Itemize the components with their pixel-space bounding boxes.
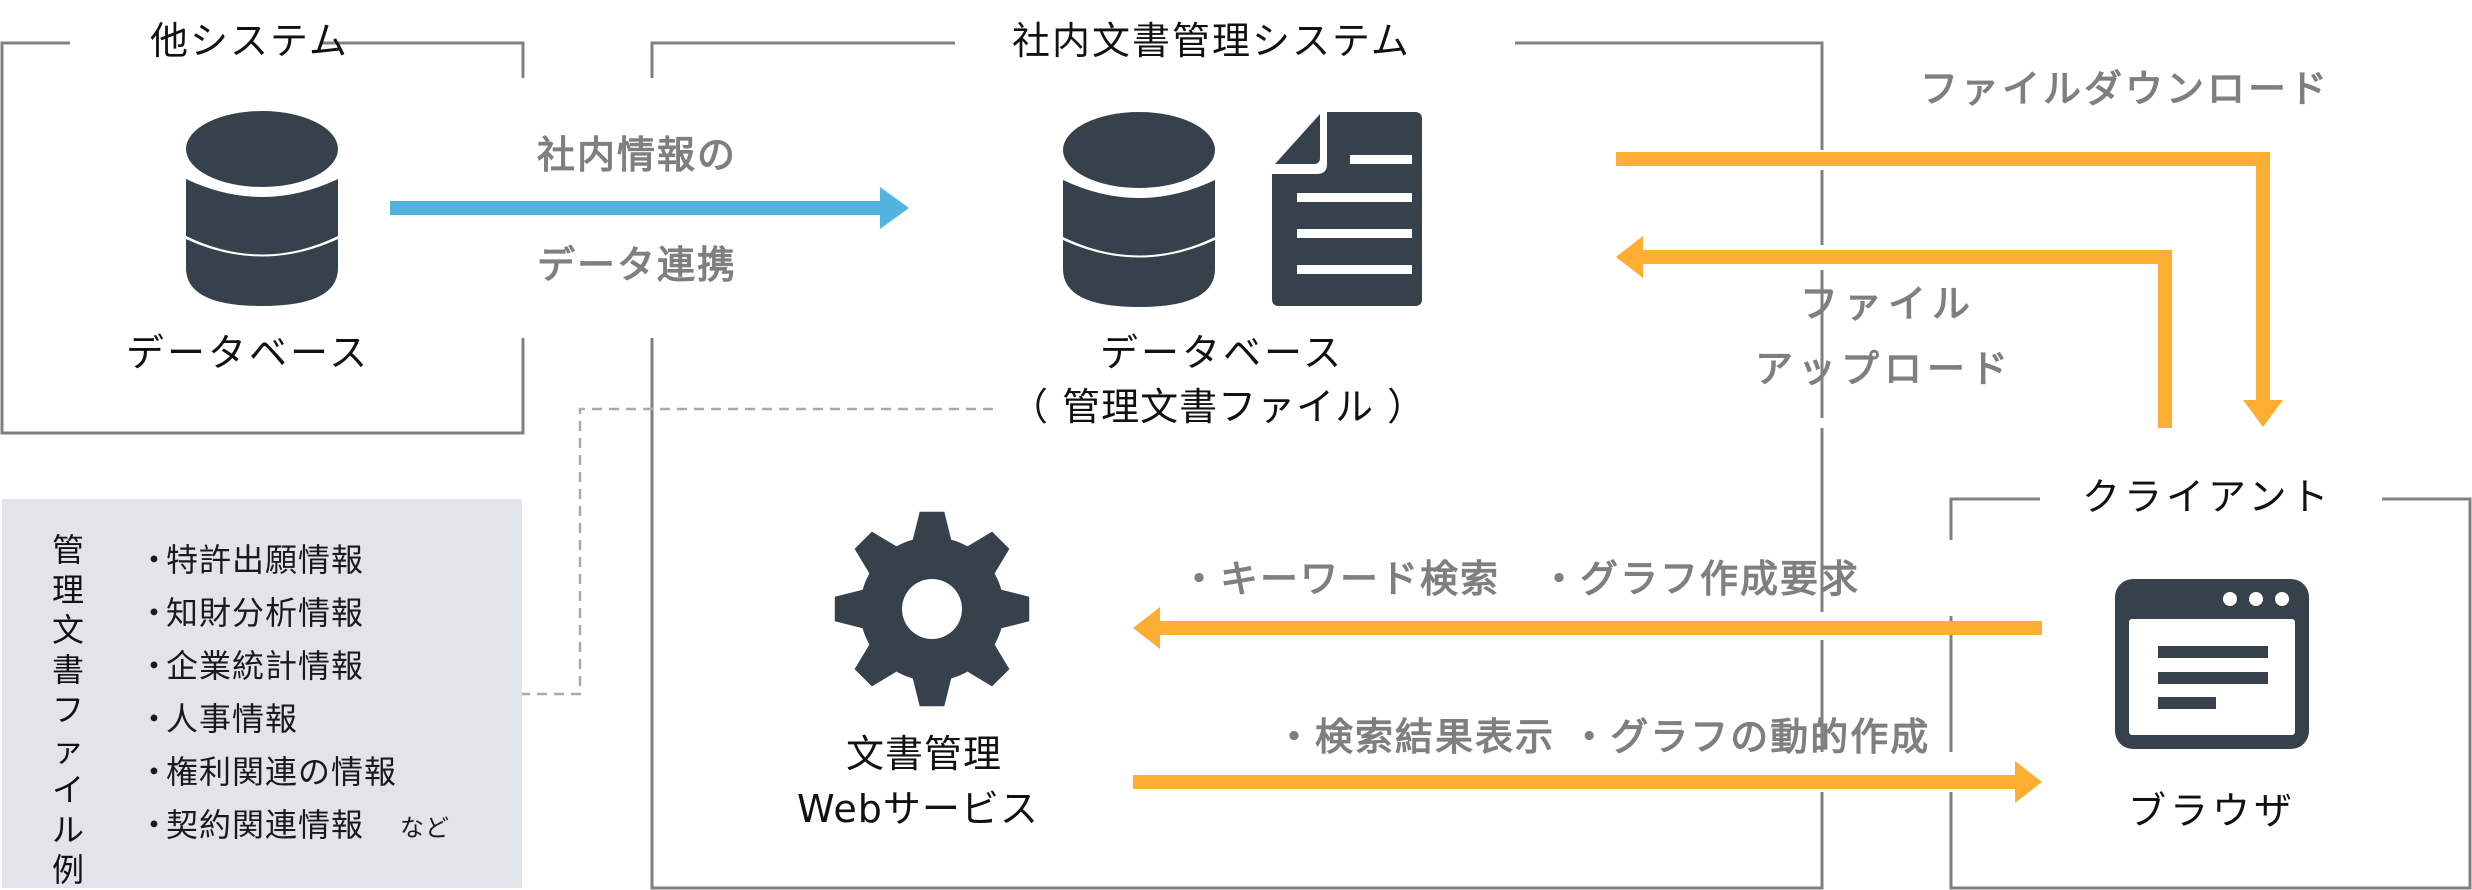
bullet: ・ [138,806,172,844]
list-item: ・企業統計情報 [138,646,450,699]
bullet: ・ [138,594,172,632]
list-item-text: 契約関連情報 [166,806,365,844]
document-icon [1272,112,1422,306]
list-item-text: 企業統計情報 [166,647,365,685]
other-system-title: 他システム [150,19,349,63]
examples-connector [522,407,993,696]
response-arrow [1133,761,2042,803]
examples-list: ・特許出願情報 ・知財分析情報 ・企業統計情報 ・人事情報 ・権利関連の情報 ・… [138,540,450,858]
internal-system-title: 社内文書管理システム [1012,19,1411,63]
bullet: ・ [138,541,172,579]
examples-heading: 管理文書ファイル例 [51,531,84,889]
list-item-text: 特許出願情報 [166,541,365,579]
data-sync-label-line2: データ連携 [537,243,738,287]
list-item-text: 権利関連の情報 [166,753,398,791]
examples-panel [2,499,522,888]
client-box [1949,497,2472,890]
bullet: ・ [138,647,172,685]
gear-icon [834,511,1030,707]
file-download-label: ファイルダウンロード [1920,67,2331,111]
database-icon [1063,112,1215,307]
data-sync-arrow [390,187,909,229]
response-label: ・検索結果表示 ・グラフの動的作成 [1275,715,1931,759]
browser-icon [2115,579,2309,749]
internal-database-sublabel: （ 管理文書ファイル ） [1010,385,1427,429]
request-label: ・キーワード検索 ・グラフ作成要求 [1180,557,1861,601]
list-item: ・人事情報 [138,699,450,752]
list-item: ・権利関連の情報 [138,752,450,805]
other-system-box [0,41,525,435]
web-service-label-line2: Webサービス [797,787,1039,831]
browser-label: ブラウザ [2128,789,2297,833]
bullet: ・ [138,753,172,791]
file-upload-arrow [1616,236,2172,428]
list-item-text: 知財分析情報 [166,594,365,632]
list-item: ・契約関連情報 など [138,805,450,858]
data-sync-label-line1: 社内情報の [537,133,738,177]
internal-database-label: データベース [1100,331,1345,375]
etc-suffix: など [400,814,451,842]
other-database-label: データベース [126,331,371,375]
list-item-text: 人事情報 [166,700,299,738]
request-arrow [1133,607,2042,649]
file-upload-label-line1: ファイル [1800,282,1977,326]
internal-system-box [650,41,1824,890]
list-item: ・特許出願情報 [138,540,450,593]
file-upload-label-line2: アップロード [1755,347,2014,391]
web-service-label-line1: 文書管理 [846,732,1003,776]
client-title: クライアント [2082,475,2333,519]
file-download-arrow [1616,152,2283,427]
list-item: ・知財分析情報 [138,593,450,646]
bullet: ・ [138,700,172,738]
database-icon [186,111,338,306]
